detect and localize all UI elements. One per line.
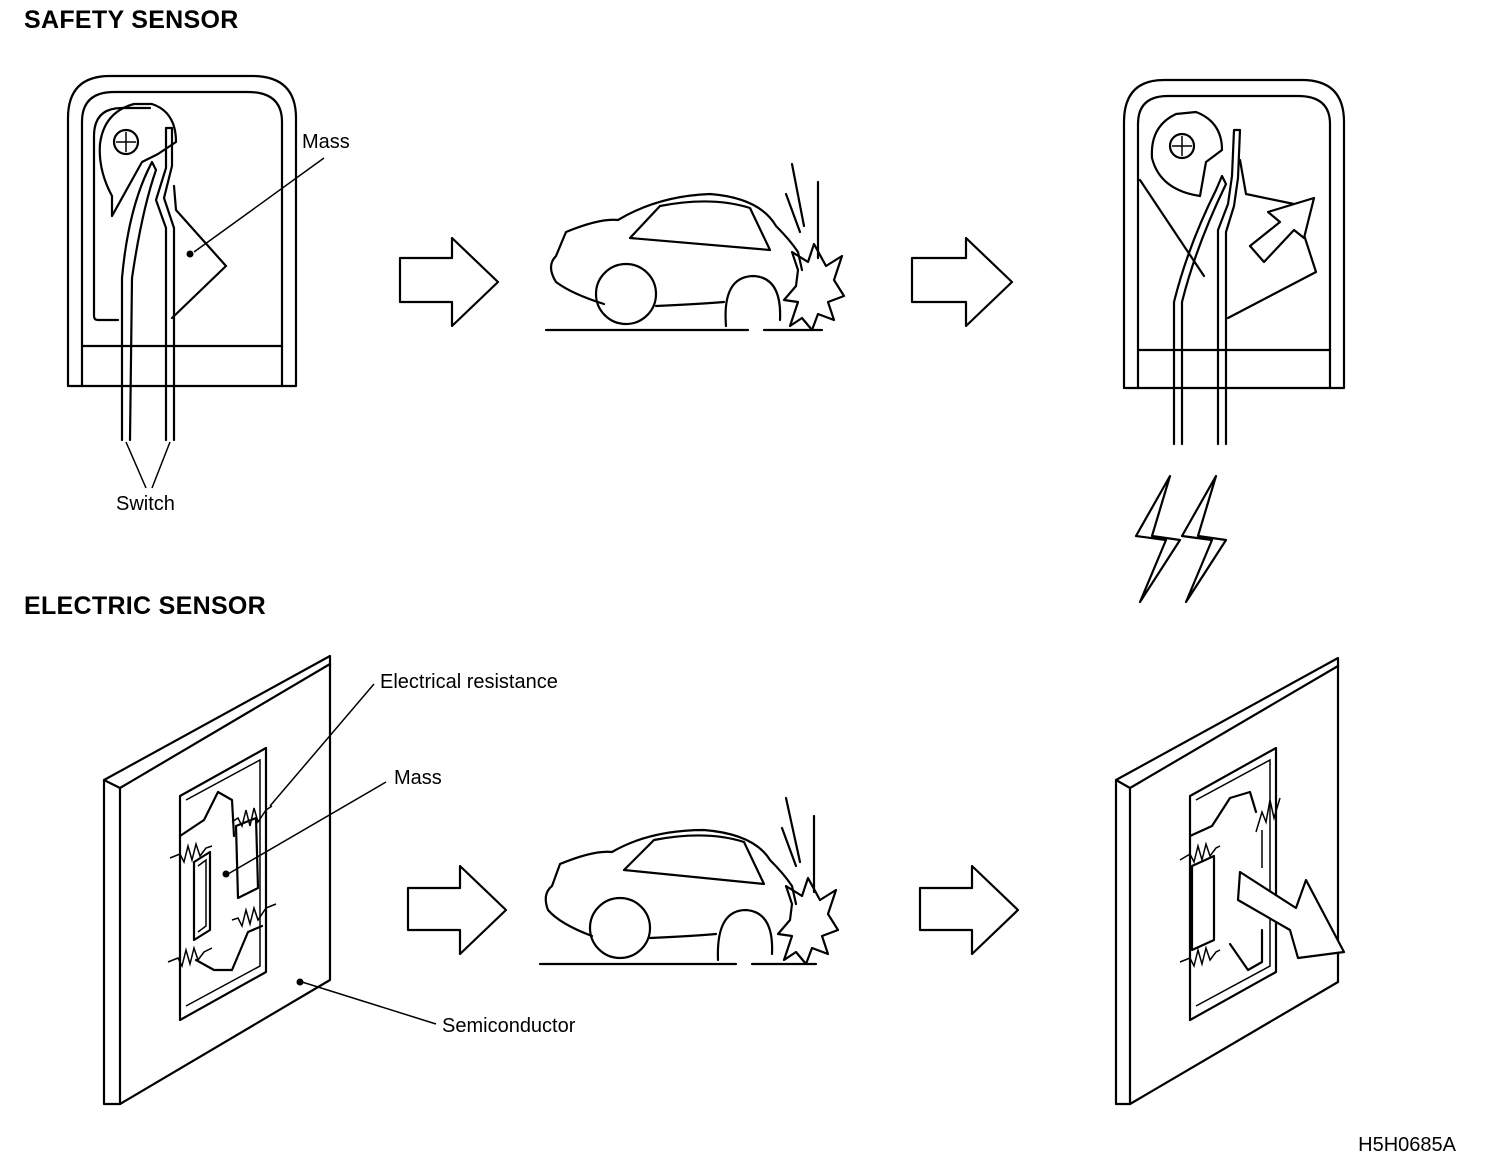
label-safety-mass: Mass [302, 131, 350, 153]
flow-arrows [398, 236, 1020, 956]
label-electric-mass: Mass [394, 767, 442, 789]
figure-code: H5H0685A [1358, 1134, 1456, 1156]
electric-sensor-title: ELECTRIC SENSOR [24, 592, 267, 620]
label-switch: Switch [116, 493, 175, 515]
signal-lightning-icon [1134, 474, 1228, 604]
arrow-right-icon [918, 864, 1020, 956]
arrow-right-icon [406, 864, 508, 956]
label-electrical-resistance: Electrical resistance [380, 671, 558, 693]
safety-sensor-title: SAFETY SENSOR [24, 6, 239, 34]
electric-sensor-before [102, 654, 437, 1106]
arrow-right-icon [910, 236, 1014, 328]
arrow-right-icon [398, 236, 500, 328]
car-crash-illustration [544, 162, 846, 332]
safety-sensor-before [66, 74, 325, 489]
electric-sensor-after [1114, 656, 1346, 1106]
label-semiconductor: Semiconductor [442, 1015, 576, 1037]
safety-sensor-after [1122, 78, 1346, 446]
car-crash-illustration [538, 796, 840, 966]
